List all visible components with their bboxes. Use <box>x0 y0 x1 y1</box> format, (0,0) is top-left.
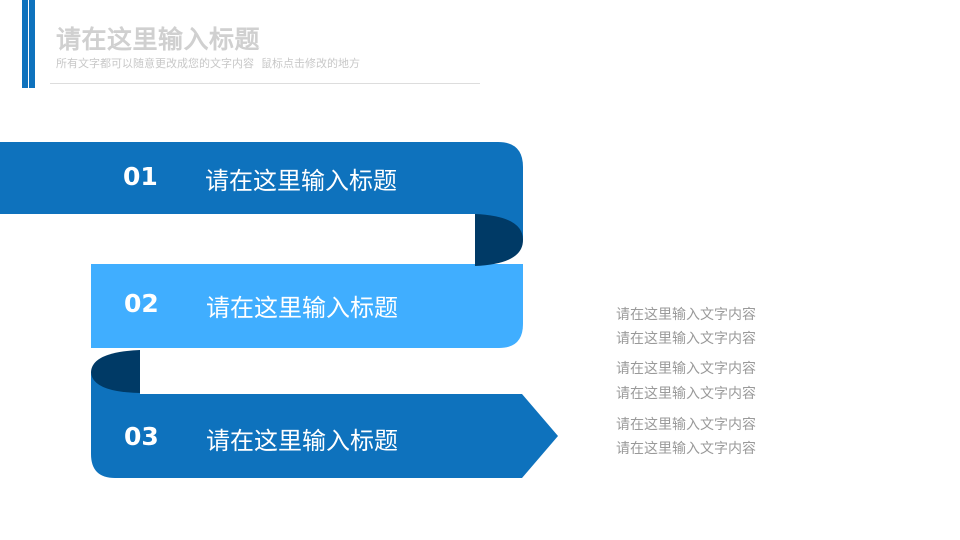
accent-bar-left <box>22 0 28 88</box>
ribbon-1 <box>0 142 523 240</box>
description-3-line-1[interactable]: 请在这里输入文字内容 <box>616 417 756 433</box>
header-divider <box>50 83 480 84</box>
step-1-number: 01 <box>123 162 158 191</box>
description-2-line-2[interactable]: 请在这里输入文字内容 <box>616 386 756 402</box>
accent-bar-right <box>29 0 35 88</box>
ribbon-2 <box>91 264 523 348</box>
page-subtitle[interactable]: 所有文字都可以随意更改成您的文字内容 鼠标点击修改的地方 <box>56 57 360 70</box>
step-3-number: 03 <box>124 422 159 451</box>
page-title[interactable]: 请在这里输入标题 <box>56 25 261 54</box>
step-1-title[interactable]: 请在这里输入标题 <box>205 167 397 195</box>
step-2-number: 02 <box>124 289 159 318</box>
fold-1 <box>475 214 523 266</box>
description-1-line-1[interactable]: 请在这里输入文字内容 <box>616 307 756 323</box>
ribbon-3 <box>91 372 558 478</box>
step-2-title[interactable]: 请在这里输入标题 <box>206 294 398 322</box>
fold-2 <box>91 350 140 393</box>
description-1-line-2[interactable]: 请在这里输入文字内容 <box>616 331 756 347</box>
description-2-line-1[interactable]: 请在这里输入文字内容 <box>616 361 756 377</box>
step-3-title[interactable]: 请在这里输入标题 <box>206 427 398 455</box>
description-3-line-2[interactable]: 请在这里输入文字内容 <box>616 441 756 457</box>
